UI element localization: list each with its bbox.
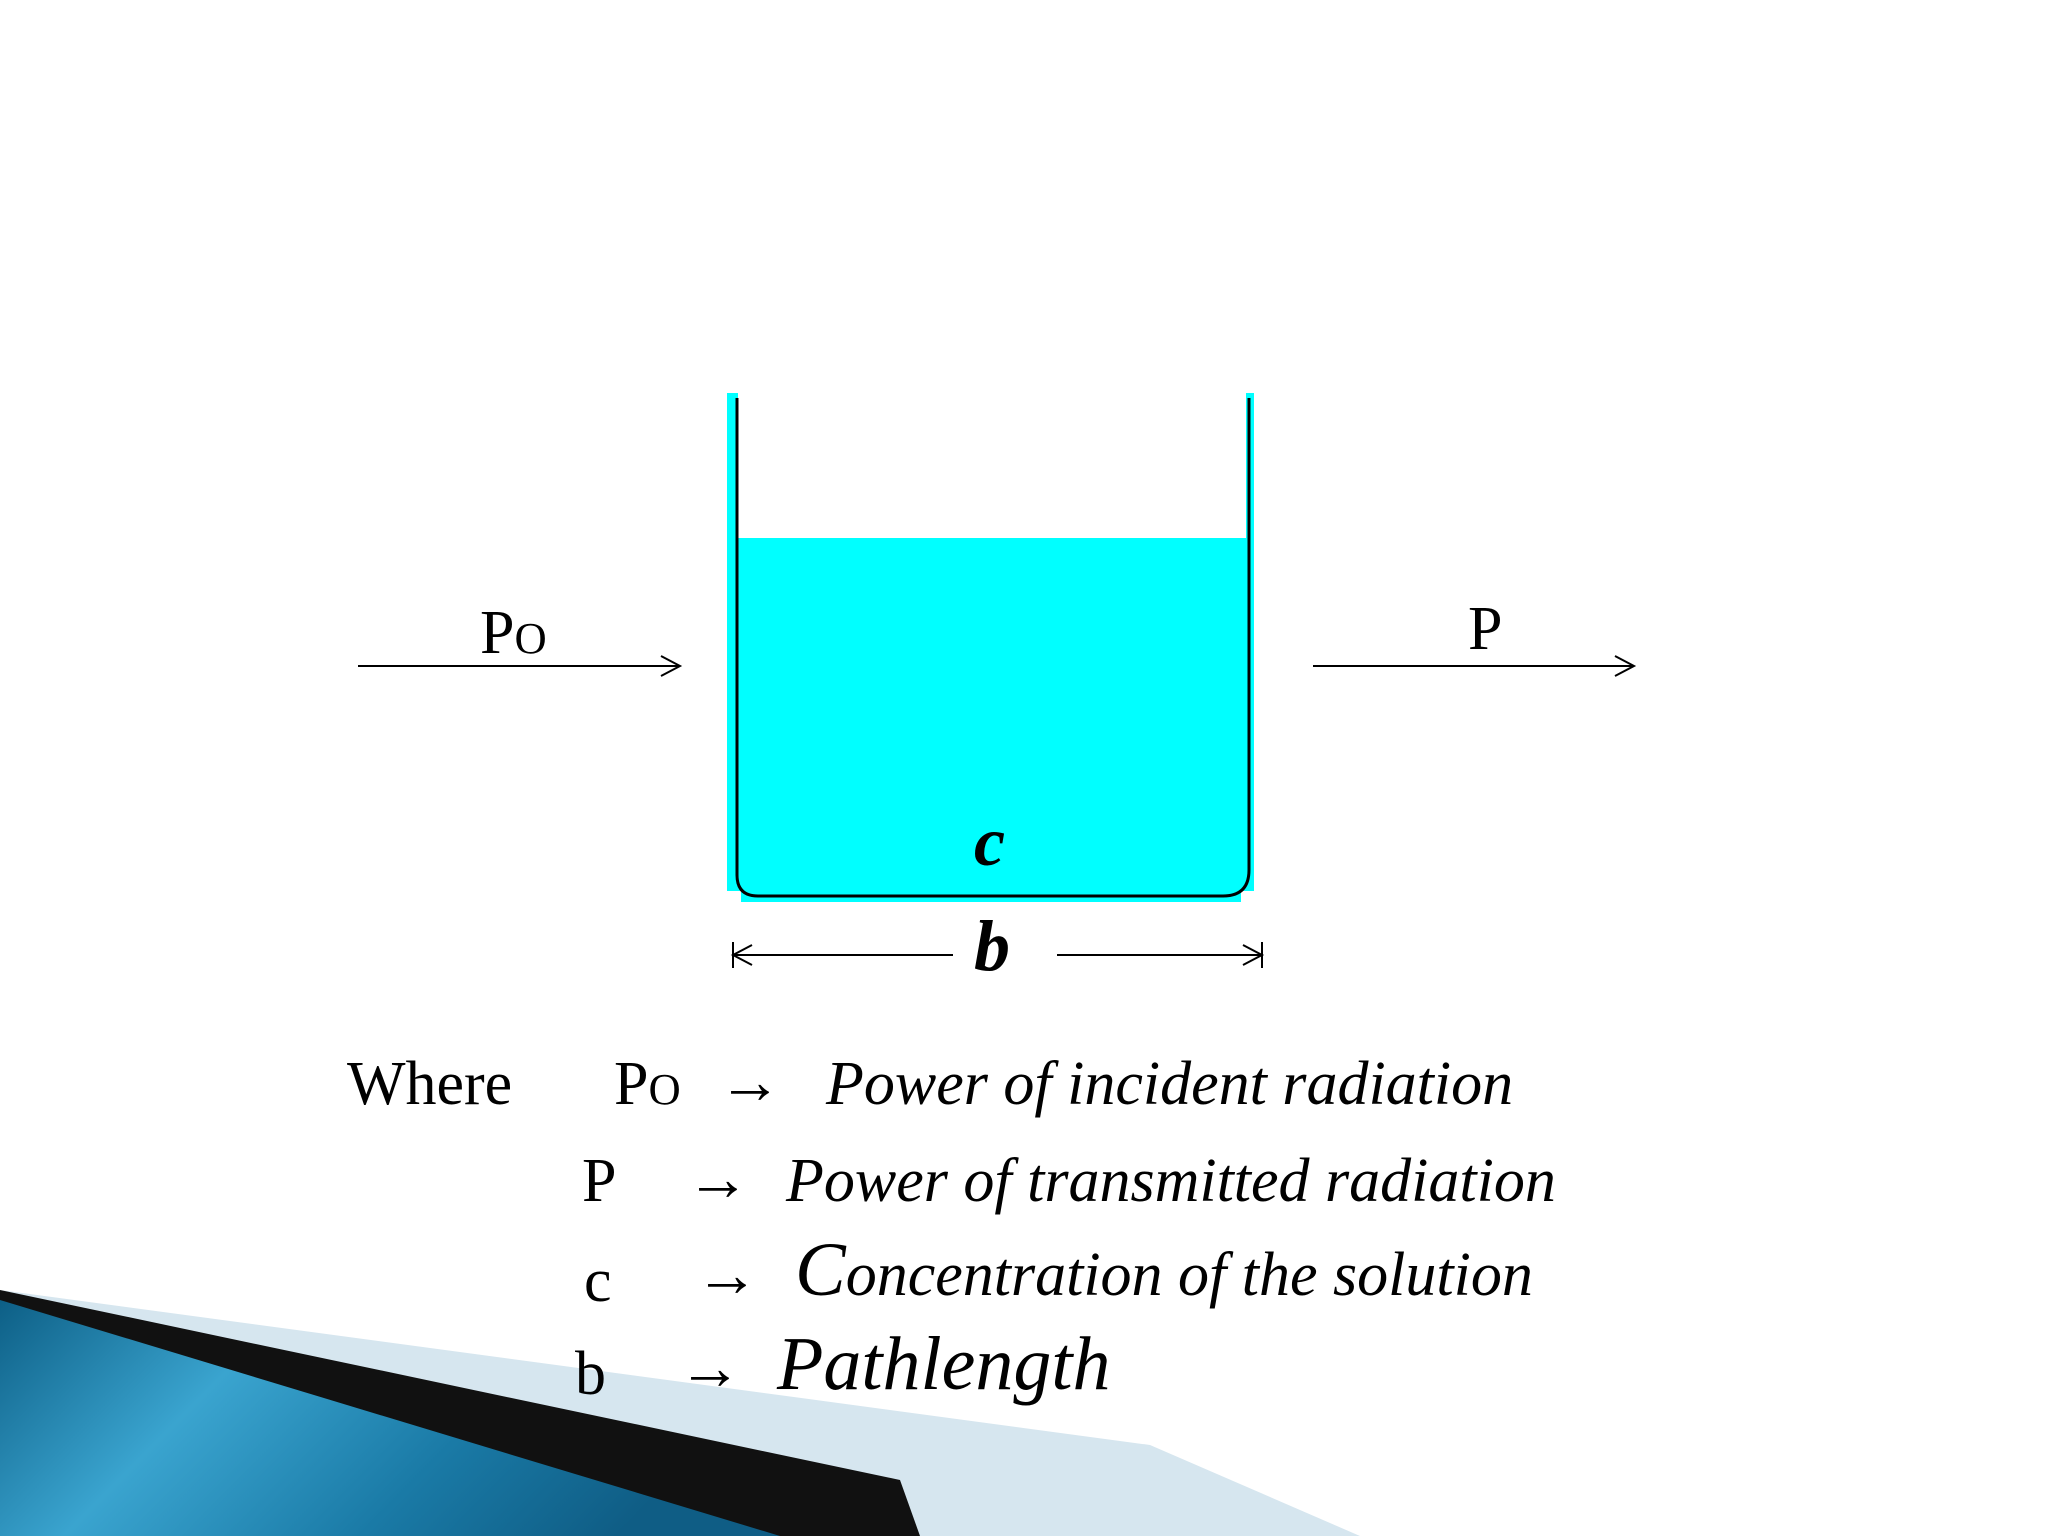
legend-intro: Where [347, 1050, 513, 1118]
cuvette-bottom-shade [741, 880, 1241, 902]
concentration-label: c [974, 804, 1006, 881]
pathlength-left-head [730, 944, 753, 966]
legend-desc-incident: Power of incident radiation [826, 1050, 1514, 1118]
transmitted-arrow-head [1614, 655, 1637, 677]
legend-symbol-pathlength: b [575, 1340, 606, 1408]
legend-desc-concentration-initial: C [795, 1228, 846, 1312]
incident-power-symbol: P [480, 599, 515, 667]
transmitted-power-label: P [1468, 595, 1503, 663]
legend-symbol-incident-main: P [614, 1050, 649, 1118]
cuvette-outline [735, 398, 1251, 898]
legend-desc-transmitted: Power of transmitted radiation [786, 1147, 1556, 1215]
incident-power-label: PO [480, 602, 547, 664]
legend-desc-pathlength: Pathlength [777, 1322, 1111, 1406]
legend-symbol-incident-sub: O [648, 1064, 681, 1114]
pathlength-label: b [974, 906, 1010, 986]
legend-arrow-2: → [686, 1143, 750, 1214]
pathlength-right-head [1242, 944, 1265, 966]
legend-arrow-1: → [718, 1046, 782, 1117]
incident-power-subscript: O [514, 613, 547, 663]
legend-symbol-concentration: c [584, 1247, 612, 1315]
incident-arrow-head [660, 655, 683, 677]
wedge-blue-band [0, 1300, 780, 1536]
legend-desc-concentration: Concentration of the solution [795, 1232, 1533, 1308]
legend-desc-concentration-rest: oncentration of the solution [845, 1241, 1533, 1309]
legend-symbol-incident: PO [614, 1053, 681, 1115]
legend-symbol-transmitted: P [582, 1147, 617, 1215]
cuvette-empty-space [738, 393, 1246, 538]
legend-arrow-4: → [678, 1332, 742, 1403]
legend-arrow-3: → [695, 1239, 759, 1310]
